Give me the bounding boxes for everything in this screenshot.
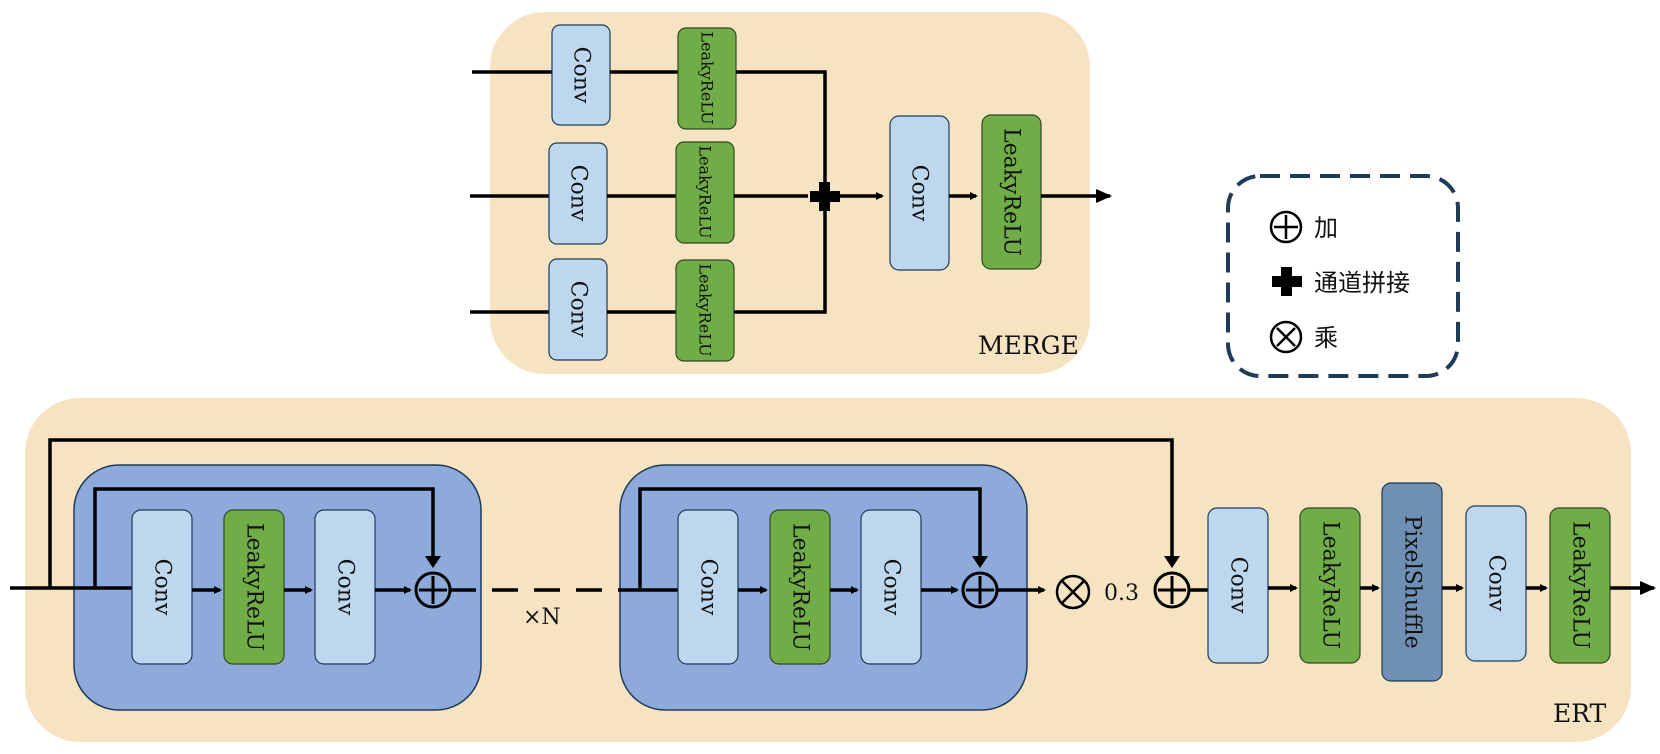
merge-relu-1 xyxy=(677,27,737,130)
merge-line-3b xyxy=(734,196,827,314)
blockn-conv-2-label: Conv xyxy=(879,559,904,616)
merge-line-1b xyxy=(736,70,827,196)
merge-conv-1 xyxy=(551,24,611,126)
legend-concat-icon xyxy=(1272,267,1302,296)
tail-relu-1 xyxy=(1299,507,1361,664)
merge-relu-3-label: LeakyReLU xyxy=(696,263,715,356)
block1-skip-arrowhead xyxy=(425,556,441,568)
tail-relu-2-label: LeakyReLU xyxy=(1568,521,1593,649)
repeat-label: ×N xyxy=(523,605,561,630)
blockn-conv-2 xyxy=(860,509,922,665)
block1-conv-1-label: Conv xyxy=(150,559,175,616)
blockn-relu xyxy=(769,509,831,665)
tail-conv-2-label: Conv xyxy=(1484,555,1509,612)
block1-conv-2-label: Conv xyxy=(333,559,358,616)
blockn-skip-arrowhead xyxy=(972,556,988,568)
merge-conv-2 xyxy=(548,142,608,245)
global-skip-arrowhead xyxy=(1164,556,1180,568)
legend-concat-label: 通道拼接 xyxy=(1314,269,1410,297)
merge-relu-out-label: LeakyReLU xyxy=(999,128,1024,256)
merge-relu-2-label: LeakyReLU xyxy=(696,145,715,238)
ert-label: ERT xyxy=(1553,699,1607,728)
merge-conv-2-label: Conv xyxy=(566,165,591,222)
blockn-relu-label: LeakyReLU xyxy=(788,523,813,651)
blockn-conv-1 xyxy=(677,509,739,665)
block1-conv-2 xyxy=(314,509,376,665)
legend-mul-icon xyxy=(1269,320,1303,354)
merge-panel xyxy=(490,12,1090,374)
block1-conv-1 xyxy=(131,509,193,665)
tail-relu-2 xyxy=(1549,507,1611,664)
block1-relu xyxy=(223,509,285,665)
tail-relu-1-label: LeakyReLU xyxy=(1318,521,1343,649)
block1-skip-line xyxy=(93,487,435,588)
merge-conv-out-label: Conv xyxy=(907,165,932,222)
legend-add-label: 加 xyxy=(1314,214,1338,242)
merge-relu-2 xyxy=(675,141,735,244)
merge-conv-out xyxy=(889,115,950,271)
scale-mul-icon xyxy=(1055,574,1091,610)
merge-label: MERGE xyxy=(978,331,1079,360)
merge-relu-out xyxy=(981,114,1042,270)
merge-concat-icon xyxy=(810,182,840,211)
merge-conv-3 xyxy=(548,258,608,361)
scale-value-label: 0.3 xyxy=(1104,581,1139,606)
tail-conv-2 xyxy=(1465,505,1527,662)
tail-pixelshuffle-label: PixelShuffle xyxy=(1400,515,1425,648)
blockn-conv-1-label: Conv xyxy=(696,559,721,616)
blockn-add-icon xyxy=(961,571,999,609)
merge-conv-1-label: Conv xyxy=(569,47,594,104)
global-add-icon xyxy=(1153,571,1191,609)
tail-pixelshuffle xyxy=(1381,482,1443,682)
block1-add-icon xyxy=(414,571,452,609)
merge-relu-1-label: LeakyReLU xyxy=(698,31,717,124)
legend-add-icon xyxy=(1269,210,1303,244)
legend-mul-label: 乘 xyxy=(1314,324,1338,352)
blockn-skip-line xyxy=(638,487,982,588)
global-skip-line xyxy=(48,438,1174,588)
block1-relu-label: LeakyReLU xyxy=(242,523,267,651)
tail-conv-1-label: Conv xyxy=(1226,557,1251,614)
merge-conv-3-label: Conv xyxy=(566,281,591,338)
tail-conv-1 xyxy=(1207,507,1269,664)
